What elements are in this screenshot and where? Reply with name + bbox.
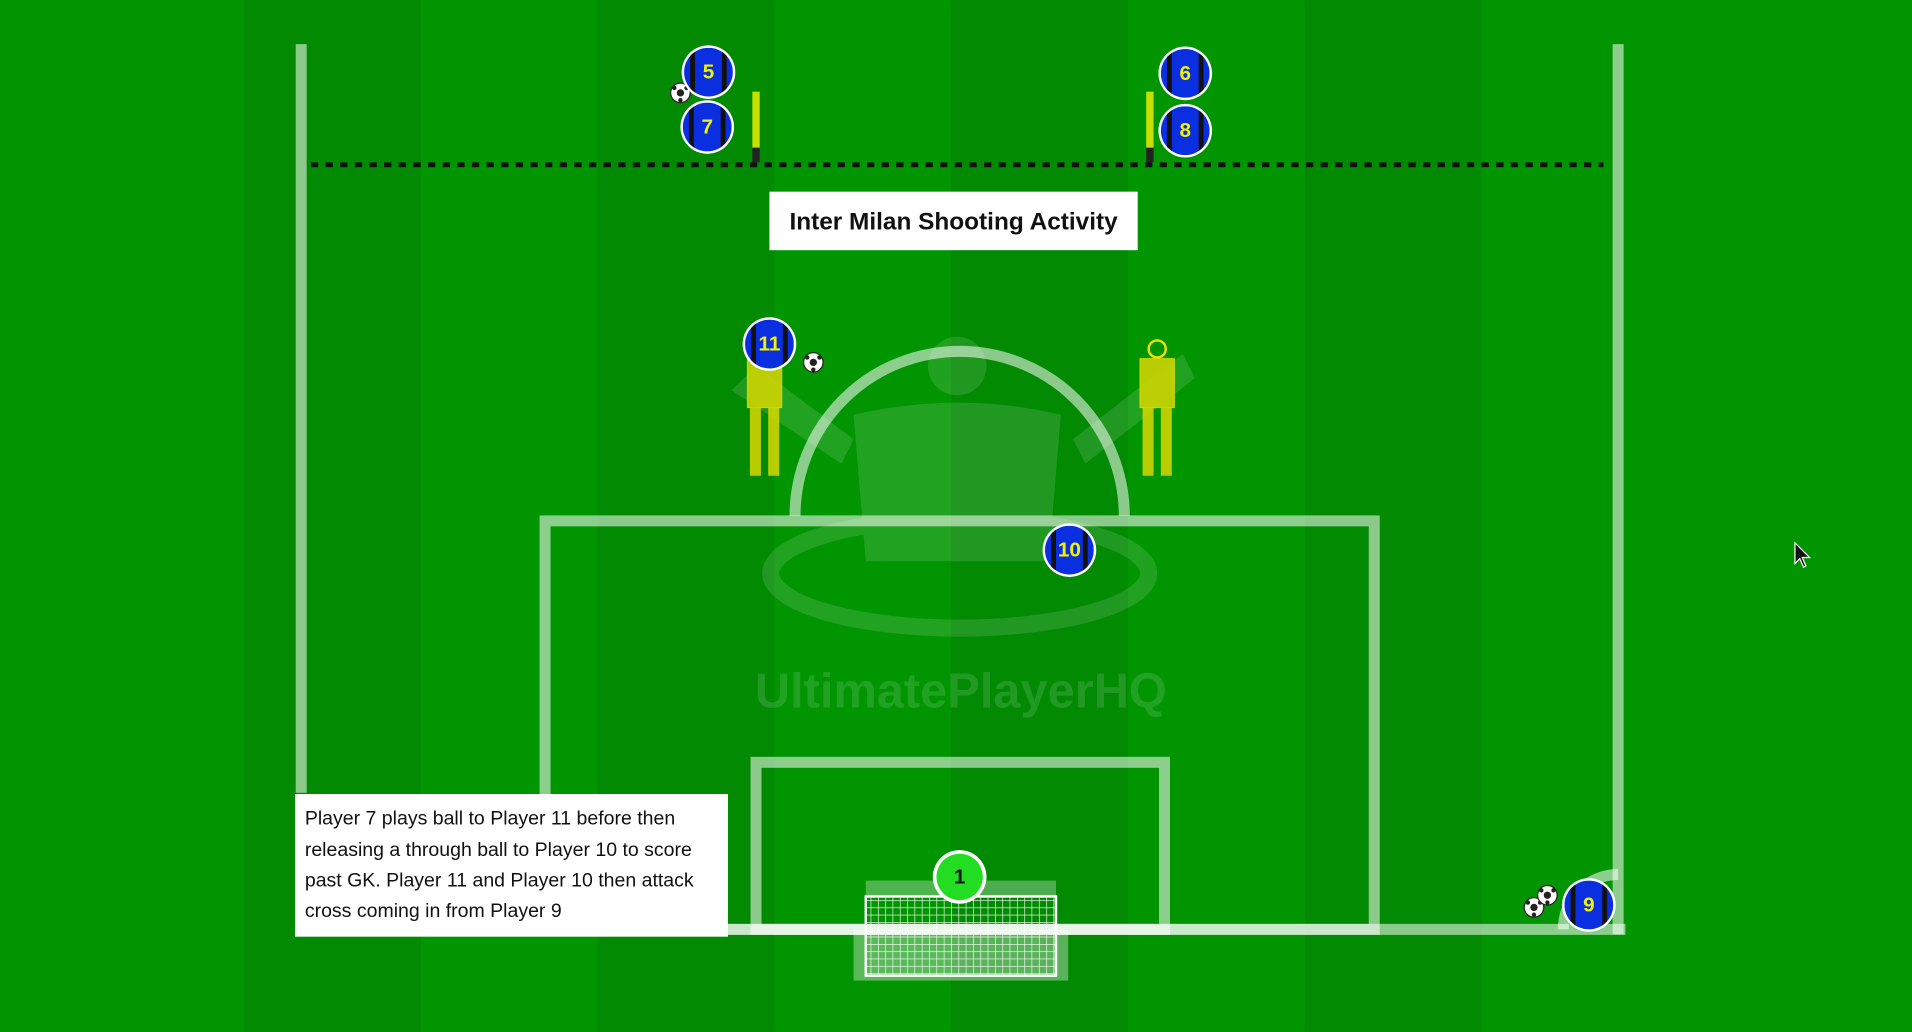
player-9[interactable]: 9 [1562, 878, 1616, 932]
player-number: 6 [1179, 62, 1191, 85]
title-box: Inter Milan Shooting Activity [769, 191, 1138, 251]
player-8[interactable]: 8 [1158, 104, 1212, 158]
player-7[interactable]: 7 [680, 100, 734, 154]
mouse-cursor-icon [1794, 541, 1812, 569]
player-6[interactable]: 6 [1158, 47, 1212, 101]
description-line: past GK. Player 11 and Player 10 then at… [305, 870, 694, 892]
description-box: Player 7 plays ball to Player 11 before … [295, 794, 728, 937]
ball-icon [1537, 884, 1558, 906]
player-number: 10 [1058, 539, 1081, 562]
description-line: cross coming in from Player 9 [305, 900, 562, 922]
player-11[interactable]: 11 [743, 317, 797, 371]
goal [853, 880, 1069, 981]
ball-icon [802, 351, 824, 373]
player-10[interactable]: 10 [1043, 523, 1097, 577]
player-number: 7 [701, 116, 713, 139]
pole-left [752, 91, 760, 163]
activity-title: Inter Milan Shooting Activity [789, 208, 1118, 235]
player-number: 8 [1179, 119, 1191, 142]
player-5[interactable]: 5 [682, 45, 736, 99]
player-number: 11 [758, 333, 780, 356]
description-line: releasing a through ball to Player 10 to… [305, 839, 692, 861]
player-number: 9 [1583, 893, 1595, 916]
pole-right [1146, 91, 1154, 163]
goalkeeper-1[interactable]: 1 [932, 850, 987, 904]
player-number: 5 [703, 61, 715, 84]
watermark-text: UltimatePlayerHQ [755, 664, 1167, 718]
description-line: Player 7 plays ball to Player 11 before … [305, 808, 675, 830]
player-number: 1 [954, 865, 966, 888]
